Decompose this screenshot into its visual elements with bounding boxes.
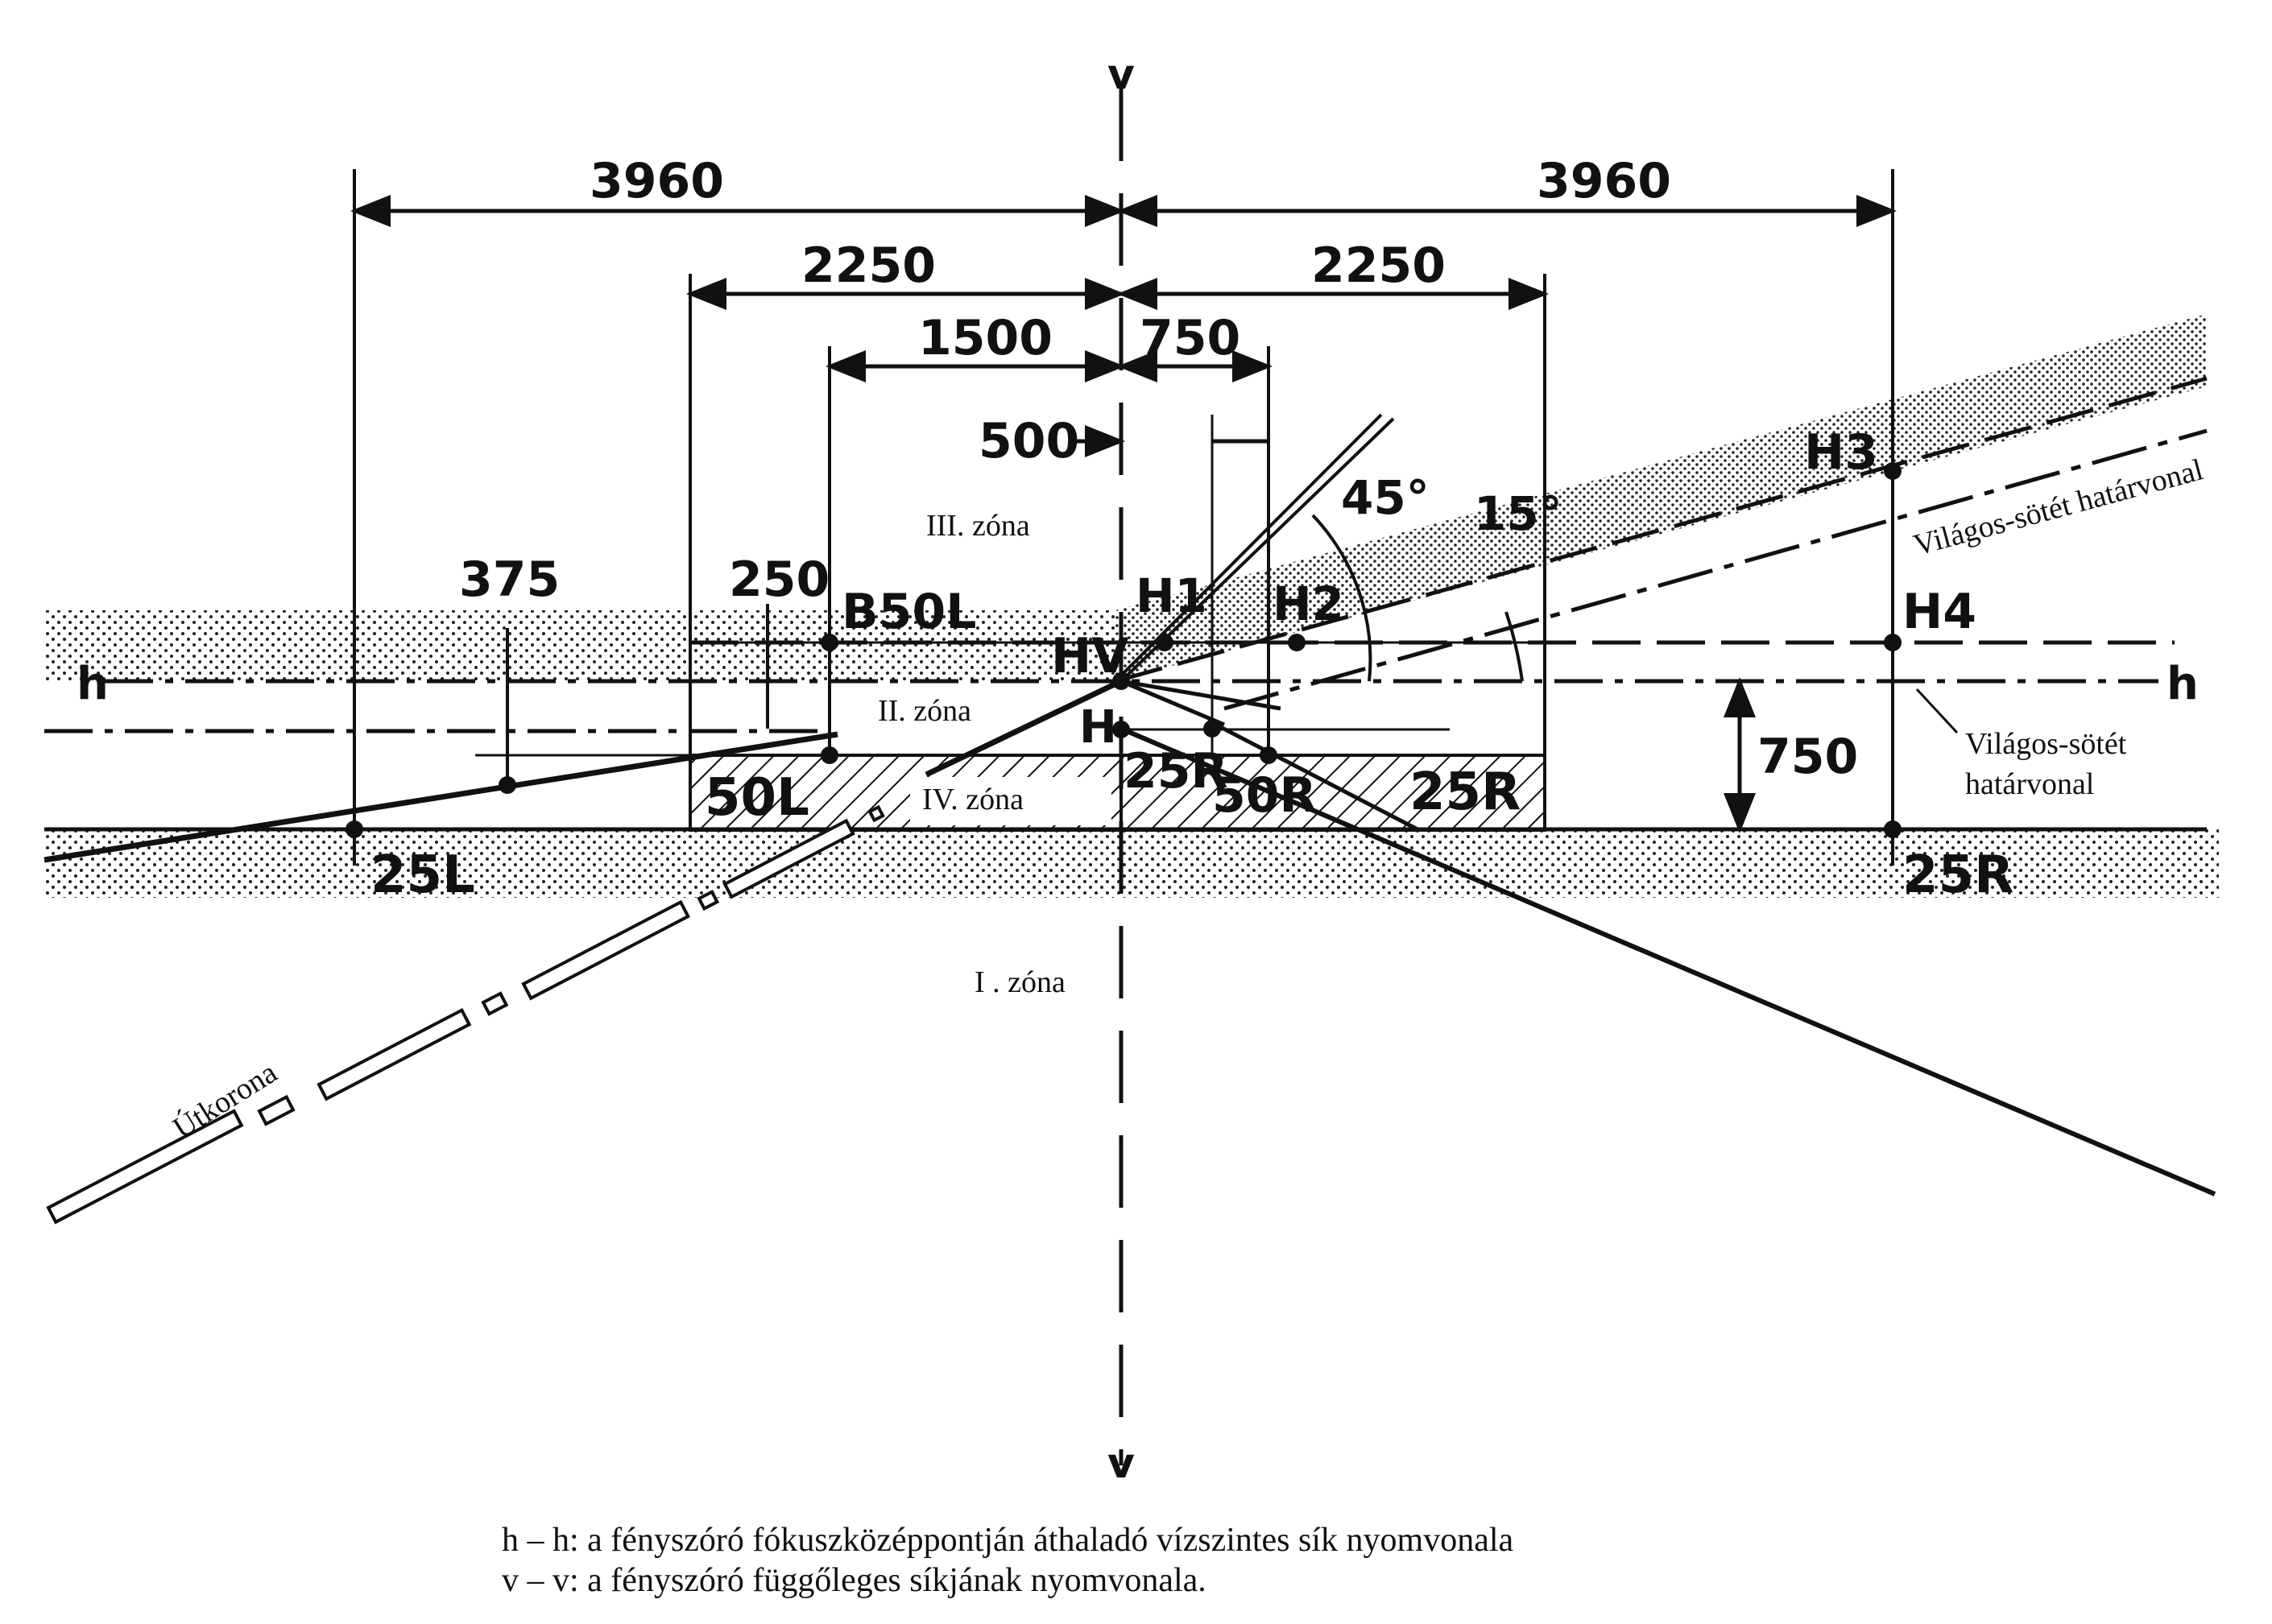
dim-375-label: 375	[459, 552, 560, 608]
points	[346, 462, 1902, 838]
left-light-band	[44, 610, 1115, 681]
beam-line-1	[925, 678, 1123, 778]
caption-line-1: h – h: a fényszóró fókuszközéppontján át…	[502, 1522, 1514, 1559]
dim-750-label: 750	[1140, 310, 1240, 366]
caption-line-2: v – v: a fényszóró függőleges síkjának n…	[502, 1562, 1206, 1599]
cutoff-dashdot-incline	[1223, 428, 2208, 711]
angle-45-label: 45°	[1341, 470, 1430, 525]
dim-500-label: 500	[979, 413, 1079, 469]
zone-2-label: II. zóna	[878, 694, 971, 728]
zone-3-label: III. zóna	[926, 509, 1030, 543]
road-edge-left	[43, 731, 838, 863]
dim-250-label: 250	[729, 552, 830, 608]
ground-band	[44, 829, 2219, 898]
dim-750h-label: 750	[1757, 729, 1858, 785]
v-label-top: v	[1107, 51, 1135, 99]
point-hv-label: HV	[1051, 628, 1129, 684]
dim-1500-label: 1500	[918, 310, 1053, 366]
zone-4-label: IV. zóna	[922, 783, 1024, 816]
dim-2250-left-label: 2250	[801, 238, 936, 294]
zone4-label-box	[910, 777, 1111, 825]
zone-1-label: I . zóna	[975, 965, 1066, 999]
inclined-light-band	[1115, 314, 2207, 681]
point-50l-label: 50L	[705, 768, 809, 828]
point-b50l-label: B50L	[842, 584, 976, 640]
v-label-bottom: v	[1107, 1440, 1135, 1488]
beam-line-2	[1120, 679, 1281, 711]
dim-3960-left-label: 3960	[590, 153, 724, 209]
cutoff-lower-leader	[1915, 688, 1959, 734]
point-h-low-label: H	[1079, 701, 1117, 754]
cutoff-lower-label-2: határvonal	[1965, 767, 2094, 801]
road-centerline	[46, 804, 885, 1225]
angle-15-label: 15°	[1474, 486, 1562, 541]
beam-line-4	[1206, 718, 1419, 832]
beam-line-3	[1120, 679, 1225, 727]
road-edge-right	[1119, 726, 2216, 1196]
point-h4-label: H4	[1902, 584, 1976, 640]
dim-3960-right-label: 3960	[1537, 153, 1671, 209]
arc-15	[1504, 611, 1524, 682]
arc-45	[1311, 514, 1372, 682]
point-25r-bottom-label: 25R	[1902, 845, 2013, 905]
dim-2250-right-label: 2250	[1311, 238, 1446, 294]
h-label-left: h	[77, 658, 109, 710]
point-h3-label: H3	[1804, 424, 1878, 481]
point-h1-label: H1	[1136, 568, 1207, 623]
point-25r-right-label: 25R	[1409, 762, 1521, 822]
point-25r-center-label: 25R	[1124, 743, 1228, 800]
point-50r-label: 50R	[1212, 767, 1317, 824]
h-label-right: h	[2166, 658, 2199, 710]
point-h2-label: H2	[1273, 576, 1344, 631]
cutoff-lower-label-1: Világos-sötét	[1965, 727, 2127, 761]
cutoff-upper-label: Világos-sötét határvonal	[1910, 452, 2206, 562]
point-25l-bottom-label: 25L	[370, 845, 475, 905]
cutoff-dashed-incline	[1115, 376, 2208, 684]
